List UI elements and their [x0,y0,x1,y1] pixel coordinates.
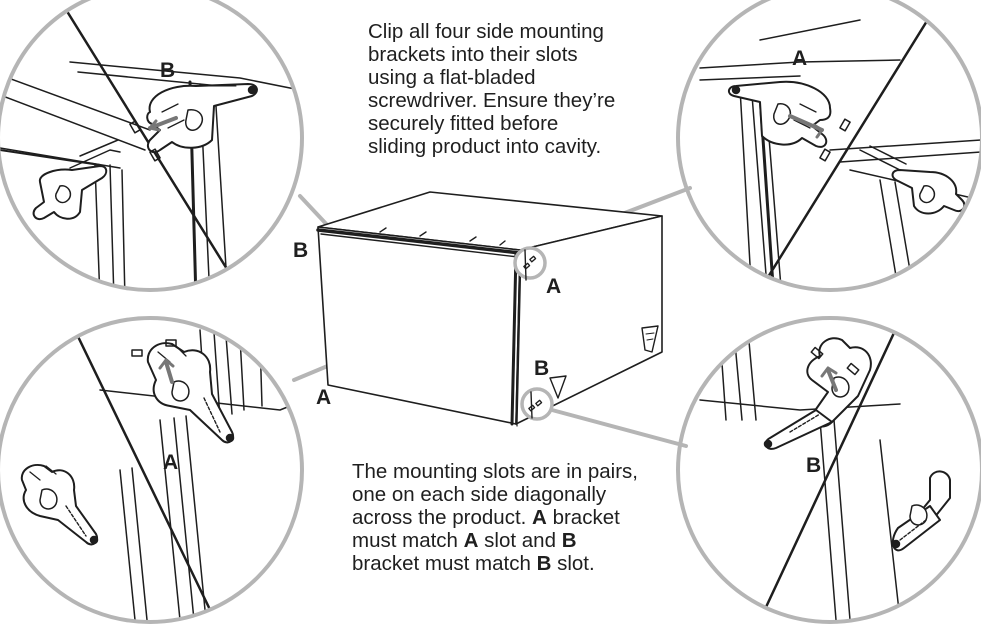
instruction-text: must match [352,529,458,552]
leader-line-bottom-left [292,363,332,382]
instruction-bottom-line: must match A slot and B [352,529,682,552]
slot-highlights [513,246,554,421]
label-product-left-bottom: A [316,386,332,409]
label-product-right-top: A [546,275,562,298]
label-detail-top-left: B [160,59,176,82]
instruction-bold-b: B [536,552,552,575]
instruction-top-line: Clip all four side mounting [368,20,604,43]
detail-circle-top-right [676,0,981,292]
label-product-right-bottom: B [534,357,550,380]
detail-bottom-right [699,318,951,622]
label-detail-top-right: A [792,47,808,70]
instruction-bold-a: A [463,529,479,552]
instruction-text: slot and [484,529,556,552]
instruction-bottom-line: bracket must match B slot. [352,552,682,575]
instruction-text: slot. [557,552,595,575]
detail-top-right [699,0,981,290]
instruction-top-line: using a flat-bladed [368,66,536,89]
instruction-top-line: brackets into their slots [368,43,578,66]
cabinet-front-face [317,226,521,425]
slot-highlight-a [513,246,547,280]
instruction-top-line: securely fitted before [368,112,559,135]
label-product-left-top: B [293,239,309,262]
label-detail-bottom-right: B [806,454,822,477]
leader-line-top-left [298,194,332,230]
cabinet-side-face [515,215,663,425]
instruction-top: Clip all four side mounting brackets int… [368,20,668,158]
instruction-bottom-line: across the product. A bracket [352,506,682,529]
instruction-top-line: sliding product into cavity. [368,135,602,158]
instruction-bottom-line: The mounting slots are in pairs, [352,460,638,483]
detail-circle-bottom-left [0,316,304,624]
instruction-text: bracket [552,506,620,529]
instruction-bottom-line: one on each side diagonally [352,483,607,506]
instruction-bold-b: B [561,529,577,552]
label-detail-bottom-left: A [163,451,179,474]
instruction-bottom: The mounting slots are in pairs, one on … [352,460,682,575]
detail-top-left [0,0,301,290]
instruction-bold-a: A [532,506,547,529]
detail-bottom-left [20,318,301,622]
instruction-text: bracket must match [352,552,531,575]
leader-line-bottom-right [550,408,688,448]
product-cabinet [316,191,663,427]
instruction-text: across the product. [352,506,527,529]
detail-circle-bottom-right [676,316,981,624]
detail-circle-top-left [0,0,304,292]
instruction-top-line: screwdriver. Ensure they’re [368,89,616,112]
